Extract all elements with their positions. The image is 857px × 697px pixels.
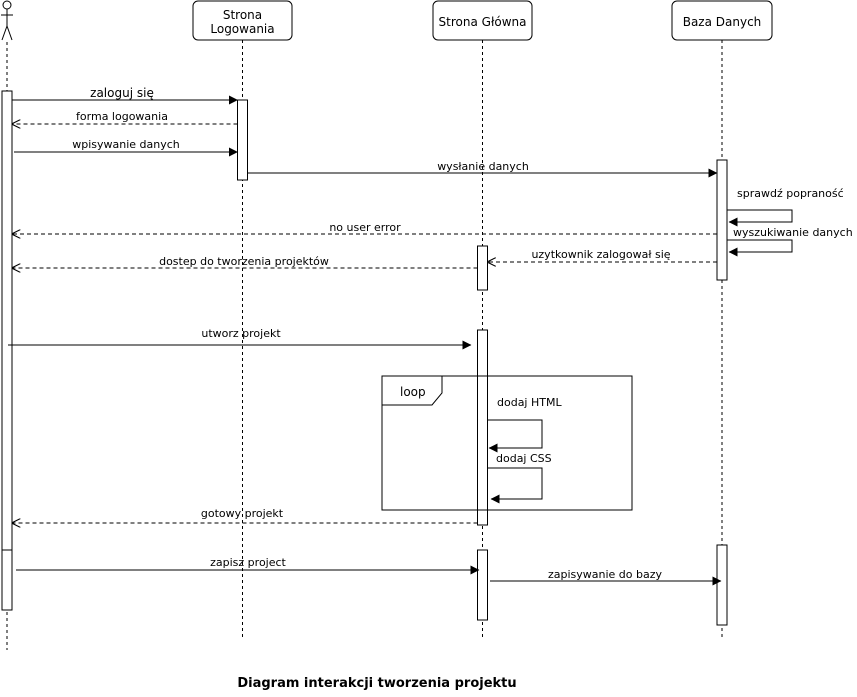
activation-main-3: [477, 549, 488, 621]
message-label-zapisz-project: zapisz project: [210, 556, 286, 569]
participant-label-line1: Strona: [223, 8, 262, 22]
loop-label: loop: [400, 385, 426, 399]
message-label-wyslanie: wysłanie danych: [437, 160, 529, 173]
message-label-forma-logowania: forma logowania: [76, 110, 168, 123]
activation-login: [237, 99, 248, 181]
participant-label: Strona Główna: [439, 15, 527, 29]
actor: [1, 0, 13, 41]
message-arrow-wyszukiwanie: [727, 239, 793, 257]
message-label-gotowy-projekt: gotowy projekt: [201, 507, 284, 520]
message-label-zapisywanie: zapisywanie do bazy: [548, 568, 663, 581]
message-arrow-dodaj-html: [487, 419, 543, 453]
participant-strona-logowania: Strona Logowania: [192, 0, 293, 41]
activation-db-1: [716, 159, 728, 281]
activation-main-1: [477, 245, 488, 291]
message-arrow-sprawdz: [727, 209, 793, 227]
participant-baza-danych: Baza Danych: [671, 0, 773, 41]
message-label-wyszukiwanie: wyszukiwanie danych: [733, 226, 853, 239]
message-label-no-user-error: no user error: [329, 221, 401, 234]
loop-tag: [381, 375, 443, 406]
message-label-zaloguj: zaloguj się: [90, 86, 154, 100]
actor-head: [2, 0, 12, 10]
message-label-wpisywanie: wpisywanie danych: [72, 138, 180, 151]
message-label-uzytkownik-zalogowal: uzytkownik zalogował się: [531, 248, 670, 261]
activation-main-2: [477, 329, 488, 526]
participant-label: Baza Danych: [683, 15, 762, 29]
message-label-sprawdz: sprawdź popraność: [737, 187, 844, 200]
message-label-dodaj-html: dodaj HTML: [497, 396, 562, 409]
message-arrow-dodaj-css: [487, 467, 543, 504]
message-label-dodaj-css: dodaj CSS: [496, 452, 552, 465]
participant-strona-glowna: Strona Główna: [432, 0, 533, 41]
message-label-utworz-projekt: utworz projekt: [201, 327, 281, 340]
loop-frame: [381, 375, 633, 511]
activation-actor-1: [1, 90, 13, 551]
activation-db-2: [716, 544, 728, 626]
participant-label-line2: Logowania: [210, 22, 274, 36]
diagram-title: Diagram interakcji tworzenia projektu: [237, 676, 516, 691]
message-label-dostep: dostep do tworzenia projektów: [159, 255, 329, 268]
loop-fragment: loop: [381, 375, 633, 511]
actor-left-leg: [1, 25, 8, 41]
activation-actor-2: [1, 549, 13, 611]
actor-right-leg: [6, 25, 13, 41]
